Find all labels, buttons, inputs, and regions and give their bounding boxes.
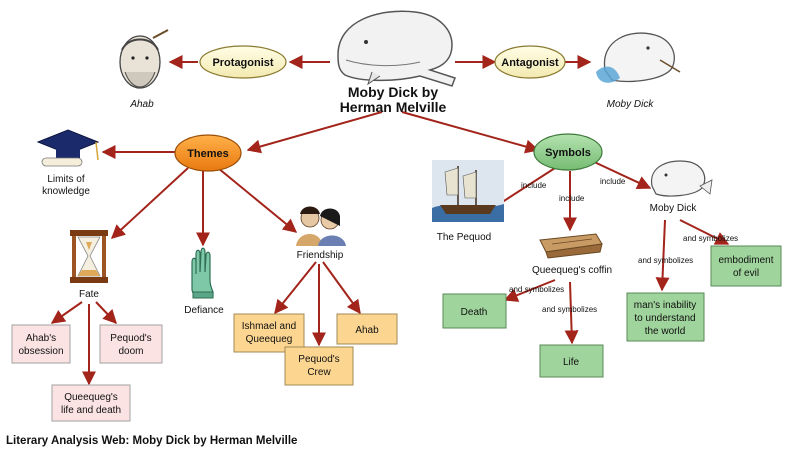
edge-symbols-mobydick <box>589 159 652 190</box>
coffin-icon <box>539 233 603 259</box>
edge-label-include-pequod: include <box>521 181 547 190</box>
page-title-line2: Herman Melville <box>340 99 447 115</box>
friendship-label: Friendship <box>297 250 344 261</box>
edge-friendship-ahab <box>322 261 361 315</box>
pequods-doom-line2: doom <box>118 346 143 357</box>
ahab-character-label: Ahab <box>129 99 154 110</box>
ahabs-obsession-box[interactable]: Ahab's obsession <box>11 324 71 364</box>
ishmael-line2: Queequeg <box>246 334 293 345</box>
edge-friendship-ishmael <box>274 261 317 315</box>
mans-inability-line1: man's inability <box>634 300 697 311</box>
queequegs-life-line1: Queequeg's <box>64 392 118 403</box>
edge-center-themes <box>246 111 383 154</box>
pequods-crew-line1: Pequod's <box>298 354 339 365</box>
ishmael-line1: Ishmael and <box>242 321 296 332</box>
hourglass-icon <box>70 230 108 283</box>
ship-icon <box>432 160 504 222</box>
symbols-node[interactable]: Symbols <box>533 133 603 171</box>
edge-mobydick-embodiment <box>679 219 730 245</box>
ahab-portrait-icon <box>119 29 169 89</box>
pequods-crew-line2: Crew <box>307 367 331 378</box>
symbols-label: Symbols <box>545 147 591 159</box>
themes-node[interactable]: Themes <box>174 134 242 172</box>
limits-label-line1: Limits of <box>47 174 84 185</box>
mans-inability-box[interactable]: man's inability to understand the world <box>626 292 705 342</box>
mans-inability-line3: the world <box>645 326 686 337</box>
whale-illustration <box>337 10 456 87</box>
antagonist-node[interactable]: Antagonist <box>494 45 566 79</box>
the-pequod-label: The Pequod <box>437 232 492 243</box>
pequods-crew-box[interactable]: Pequod's Crew <box>284 346 354 386</box>
embodiment-line1: embodiment <box>718 255 773 266</box>
graduation-cap-icon <box>36 129 100 167</box>
figure-caption: Literary Analysis Web: Moby Dick by Herm… <box>6 435 298 447</box>
ahab-friendship-box[interactable]: Ahab <box>336 313 398 345</box>
life-box[interactable]: Life <box>539 344 604 378</box>
pequods-doom-line1: Pequod's <box>110 333 151 344</box>
glove-icon <box>191 247 214 299</box>
protagonist-node[interactable]: Protagonist <box>199 45 287 79</box>
edge-coffin-death <box>503 279 556 302</box>
edge-label-include-coffin: include <box>559 194 585 203</box>
limits-label-line2: knowledge <box>42 186 90 197</box>
moby-dick-symbol-icon <box>650 160 713 197</box>
edge-coffin-life <box>564 281 579 345</box>
fate-label: Fate <box>79 289 99 300</box>
defiance-label: Defiance <box>184 305 224 316</box>
protagonist-label: Protagonist <box>212 57 273 69</box>
edge-label-symbolizes-death: and symbolizes <box>509 285 564 294</box>
connectors <box>50 55 730 386</box>
edge-label-symbolizes-inability: and symbolizes <box>638 256 693 265</box>
ishmael-queequeg-box[interactable]: Ishmael and Queequeg <box>233 313 305 353</box>
life-label: Life <box>563 357 580 368</box>
edge-labels: include include include and symbolizes a… <box>509 177 738 314</box>
edge-label-symbolizes-life: and symbolizes <box>542 305 597 314</box>
ahab-box-label: Ahab <box>355 325 379 336</box>
death-box[interactable]: Death <box>442 293 507 329</box>
friends-icon <box>296 206 346 246</box>
moby-dick-character-label: Moby Dick <box>607 99 655 110</box>
page-title-line1: Moby Dick by <box>348 84 438 100</box>
edge-center-symbols <box>401 111 540 154</box>
mans-inability-line2: to understand <box>634 313 695 324</box>
edge-fate-doom <box>95 301 117 325</box>
embodiment-box[interactable]: embodiment of evil <box>710 245 782 287</box>
queequegs-life-line2: life and death <box>61 405 121 416</box>
edge-label-include-mobydick: include <box>600 177 626 186</box>
edge-themes-friendship <box>217 167 298 233</box>
death-label: Death <box>461 307 488 318</box>
moby-dick-icon <box>596 32 681 83</box>
edge-label-symbolizes-embodiment: and symbolizes <box>683 234 738 243</box>
themes-label: Themes <box>187 148 229 160</box>
pequods-doom-box[interactable]: Pequod's doom <box>99 324 163 364</box>
edge-mobydick-inability <box>655 219 670 292</box>
moby-dick-symbol-label: Moby Dick <box>650 203 698 214</box>
antagonist-label: Antagonist <box>501 57 559 69</box>
ahabs-obsession-line1: Ahab's <box>26 333 56 344</box>
edge-fate-obsession <box>50 301 83 324</box>
embodiment-line2: of evil <box>733 268 759 279</box>
edge-themes-fate <box>110 167 189 239</box>
ahabs-obsession-line2: obsession <box>18 346 63 357</box>
queequegs-life-box[interactable]: Queequeg's life and death <box>51 384 131 422</box>
queequegs-coffin-label: Queequeg's coffin <box>532 265 612 276</box>
